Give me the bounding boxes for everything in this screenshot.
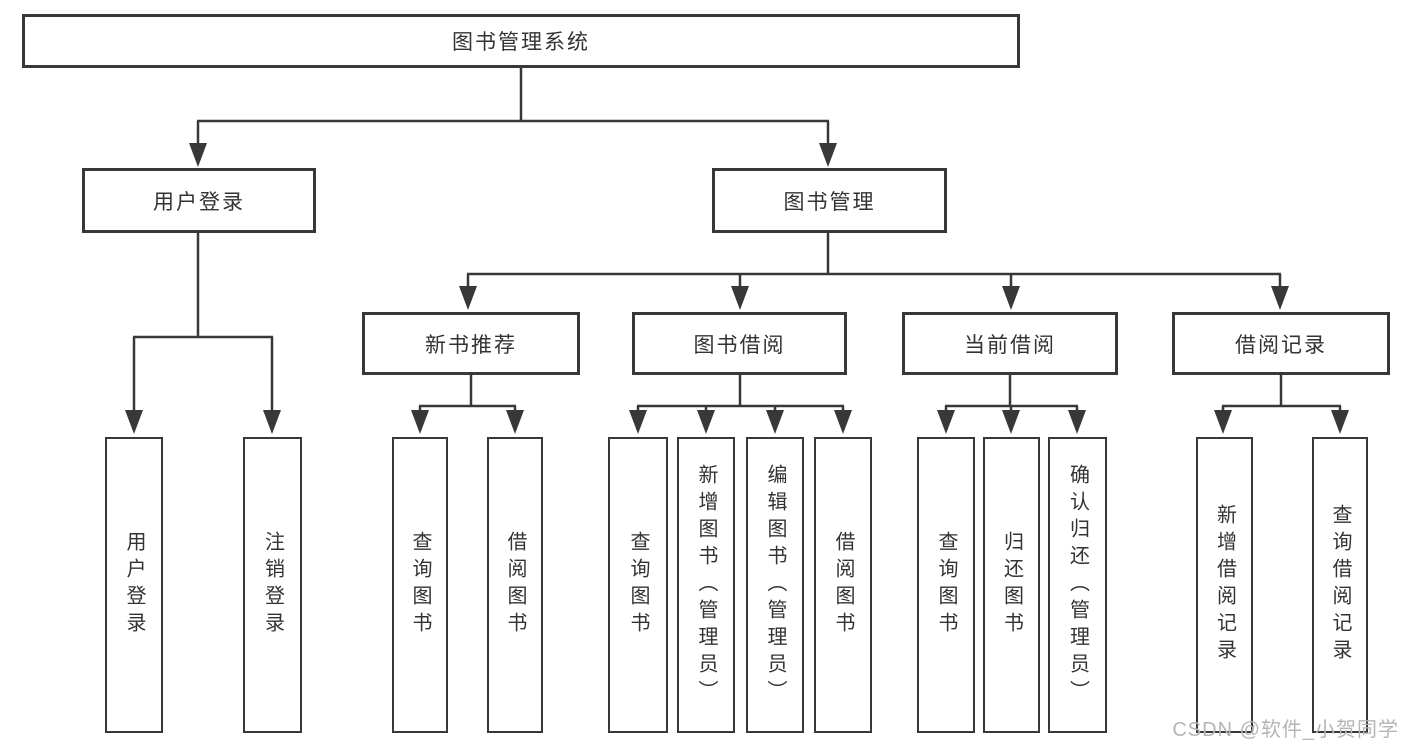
leaf-add-borrow-record: 新增借阅记录 [1196, 437, 1253, 733]
node-book-management: 图书管理 [712, 168, 947, 233]
leaf-logout-label: 注销登录 [261, 531, 284, 639]
leaf-borrow-book: 借阅图书 [814, 437, 872, 733]
leaf-logout: 注销登录 [243, 437, 302, 733]
node-new-book-recommend: 新书推荐 [362, 312, 580, 375]
leaf-confirm-return-admin-label: 确认归还（管理员） [1066, 463, 1089, 707]
leaf-query-book-borrow: 查询图书 [608, 437, 668, 733]
node-borrow-records: 借阅记录 [1172, 312, 1390, 375]
leaf-query-book-current: 查询图书 [917, 437, 975, 733]
leaf-user-login: 用户登录 [105, 437, 163, 733]
leaf-borrow-book-recommend: 借阅图书 [487, 437, 543, 733]
leaf-add-book-admin-label: 新增图书（管理员） [695, 463, 717, 707]
leaf-borrow-book-recommend-label: 借阅图书 [504, 531, 526, 639]
leaf-query-book-current-label: 查询图书 [935, 531, 957, 639]
node-user-login: 用户登录 [82, 168, 316, 233]
leaf-edit-book-admin-label: 编辑图书（管理员） [764, 463, 786, 707]
node-current-borrow: 当前借阅 [902, 312, 1118, 375]
leaf-return-book: 归还图书 [983, 437, 1040, 733]
node-root-library-management-system: 图书管理系统 [22, 14, 1020, 68]
csdn-watermark: CSDN @软件_小贺同学 [1172, 719, 1399, 741]
leaf-borrow-book-label: 借阅图书 [832, 531, 854, 639]
leaf-return-book-label: 归还图书 [1000, 531, 1023, 639]
leaf-user-login-label: 用户登录 [123, 531, 145, 639]
leaf-query-borrow-record-label: 查询借阅记录 [1329, 504, 1351, 666]
leaf-query-borrow-record: 查询借阅记录 [1312, 437, 1368, 733]
leaf-edit-book-admin: 编辑图书（管理员） [746, 437, 804, 733]
leaf-confirm-return-admin: 确认归还（管理员） [1048, 437, 1107, 733]
leaf-query-book-borrow-label: 查询图书 [627, 531, 649, 639]
node-book-borrow: 图书借阅 [632, 312, 847, 375]
leaf-query-book-recommend-label: 查询图书 [409, 531, 431, 639]
leaf-add-book-admin: 新增图书（管理员） [677, 437, 735, 733]
leaf-query-book-recommend: 查询图书 [392, 437, 448, 733]
leaf-add-borrow-record-label: 新增借阅记录 [1213, 504, 1236, 666]
